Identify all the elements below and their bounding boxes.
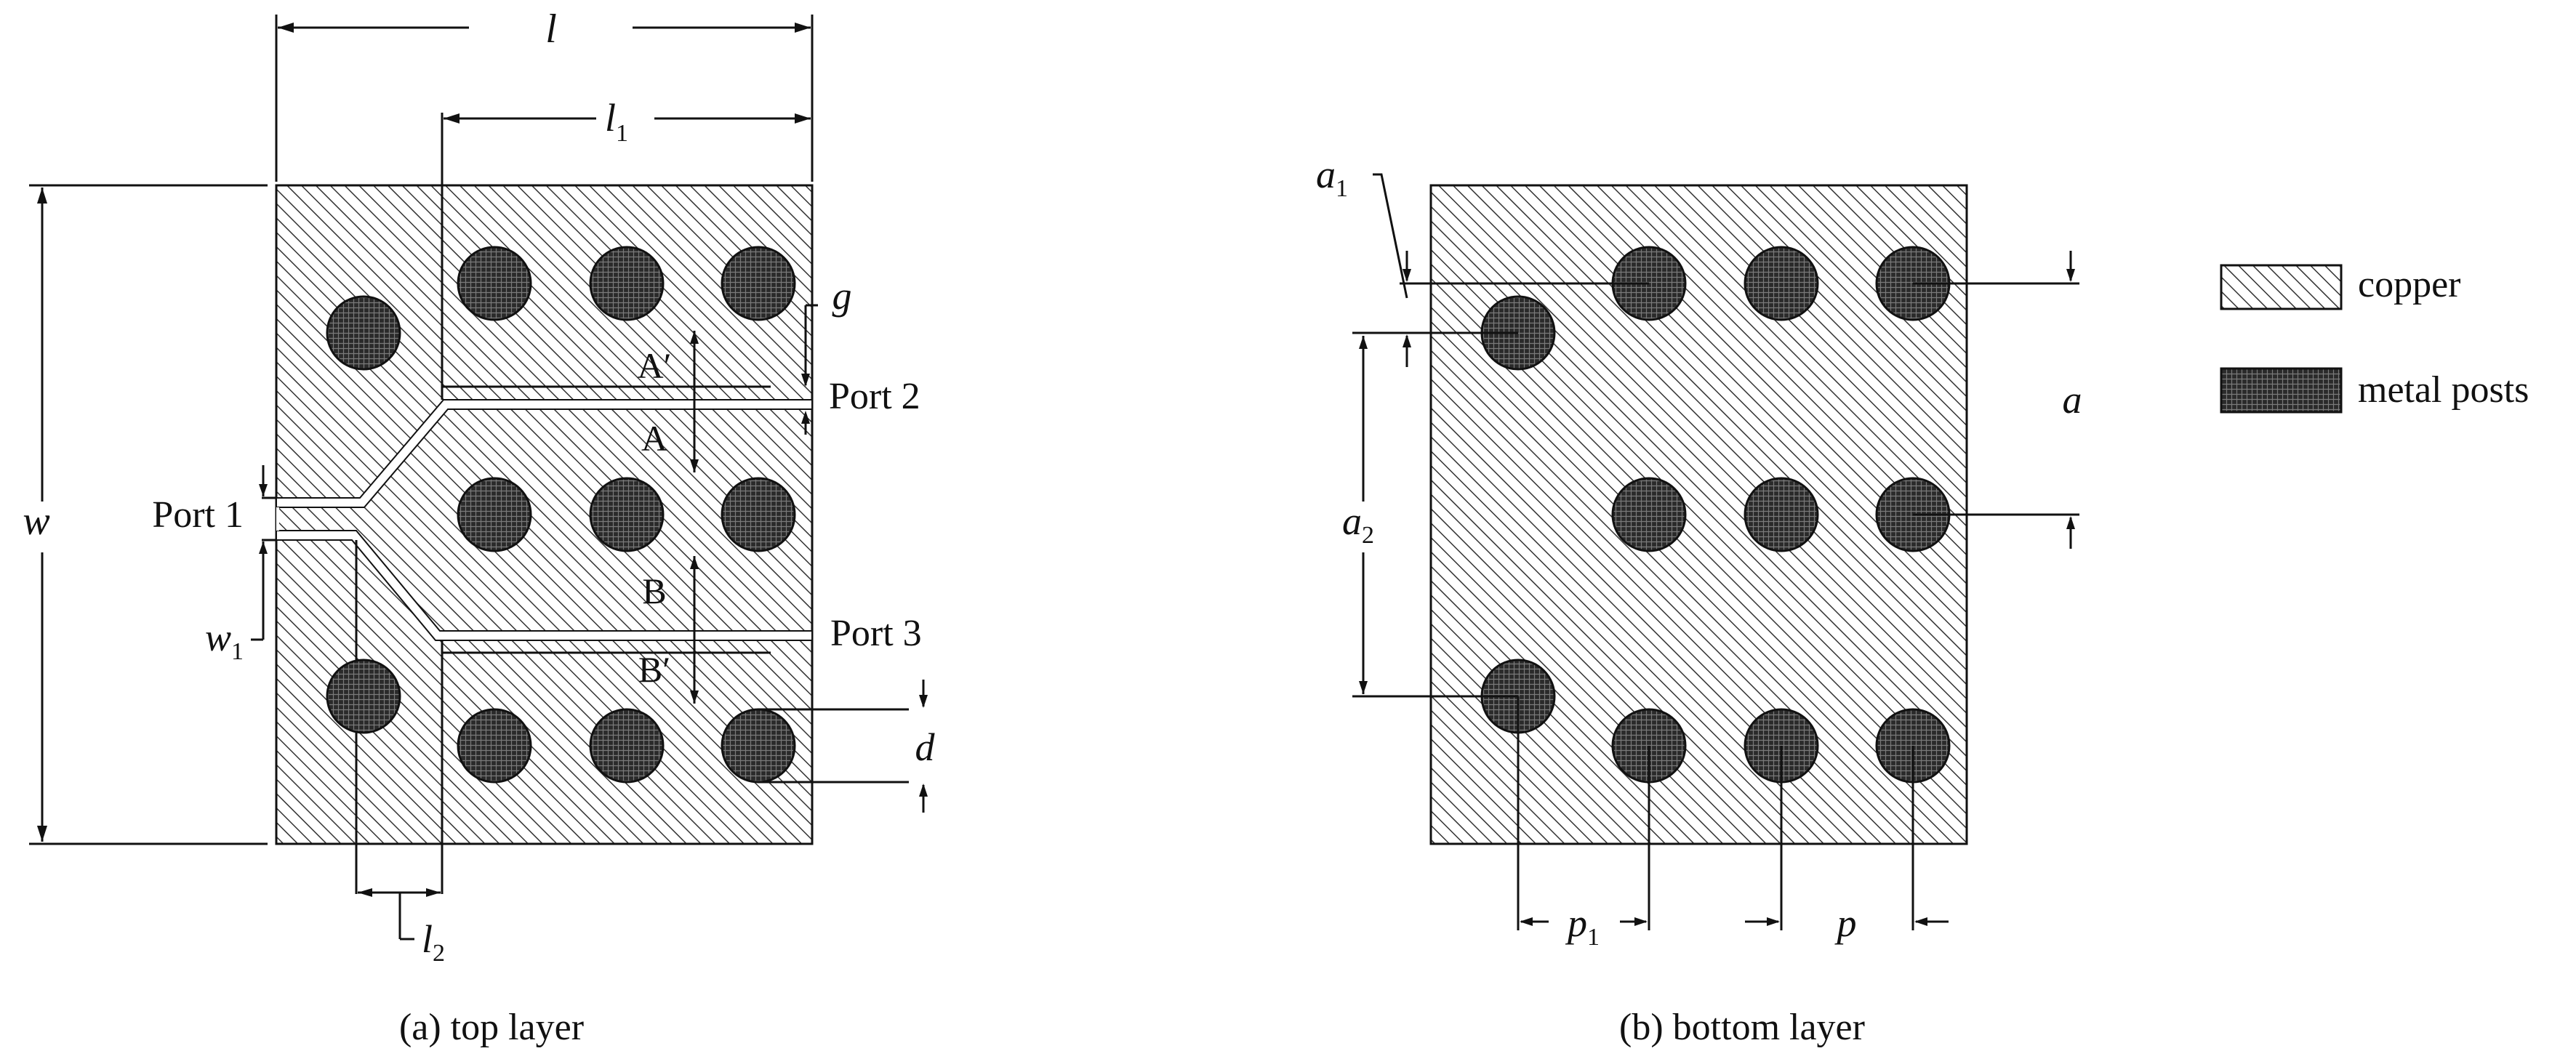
dim-l2: l2 [358, 888, 445, 967]
legend-swatch-copper [2220, 264, 2343, 310]
label-a-dim: a [2063, 378, 2082, 422]
label-l1: l1 [605, 96, 628, 147]
legend: copper metal posts [2220, 264, 2529, 414]
label-d: d [915, 725, 936, 769]
post-top-r2c2 [457, 477, 532, 552]
post-top-r2c3 [589, 477, 665, 552]
caption-bottom-layer: (b) bottom layer [1619, 1007, 1865, 1048]
post-top-r1c2 [457, 246, 532, 321]
legend-label-metal-posts: metal posts [2358, 369, 2529, 411]
post-top-r1c4 [721, 246, 796, 321]
label-w1: w1 [205, 616, 244, 665]
label-p1: p1 [1565, 901, 1600, 951]
label-port3: Port 3 [830, 613, 922, 654]
post-top-r1c1 [326, 295, 401, 371]
label-p: p [1834, 901, 1857, 945]
label-b-prime: B′ [638, 649, 670, 690]
post-top-r2c4 [721, 477, 796, 552]
dim-l: l [275, 7, 814, 182]
dim-a1: a1 [1316, 153, 1649, 367]
dim-p1: p1 [1517, 696, 1650, 951]
legend-swatch-metal-posts [2220, 367, 2343, 414]
label-l2: l2 [422, 917, 445, 967]
section-a-marker: A′ A [637, 331, 699, 472]
section-b-marker: B B′ [638, 556, 699, 704]
label-a-prime: A′ [637, 345, 671, 386]
legend-label-copper: copper [2358, 264, 2460, 305]
dim-w: w [23, 184, 268, 845]
post-top-r3c2 [457, 708, 532, 784]
dim-w1: Port 1 w1 [152, 465, 276, 665]
label-g: g [832, 274, 852, 318]
dim-a: a [1913, 251, 2082, 549]
microstrip-gap-lower [276, 530, 813, 641]
dim-p: p [1745, 746, 1949, 945]
post-top-r3c3 [589, 708, 665, 784]
post-top-r1c3 [589, 246, 665, 321]
label-port2: Port 2 [829, 376, 920, 417]
dim-g: g [801, 274, 852, 435]
port1-strip [276, 507, 279, 531]
dim-a2: a2 [1342, 336, 1518, 698]
caption-top-layer: (a) top layer [399, 1007, 584, 1048]
label-a: A [641, 418, 667, 459]
post-top-r3c1 [326, 659, 401, 734]
post-bottom-r2c3 [1744, 477, 1819, 552]
microstrip-gap [276, 399, 813, 508]
label-l: l [545, 7, 557, 52]
label-b: B [642, 571, 666, 611]
top-layer-panel: l l1 w P [23, 7, 935, 1048]
label-w: w [23, 499, 49, 544]
label-a1: a1 [1316, 153, 1348, 202]
post-bottom-r2c2 [1611, 477, 1687, 552]
dim-d: d [758, 680, 936, 813]
post-top-r3c4 [721, 708, 796, 784]
label-a2: a2 [1342, 499, 1374, 549]
dim-l1: l1 [444, 96, 814, 182]
bottom-layer-panel: a a1 a2 [1316, 153, 2082, 1048]
post-bottom-r1c3 [1744, 246, 1819, 321]
label-port1: Port 1 [152, 494, 244, 536]
